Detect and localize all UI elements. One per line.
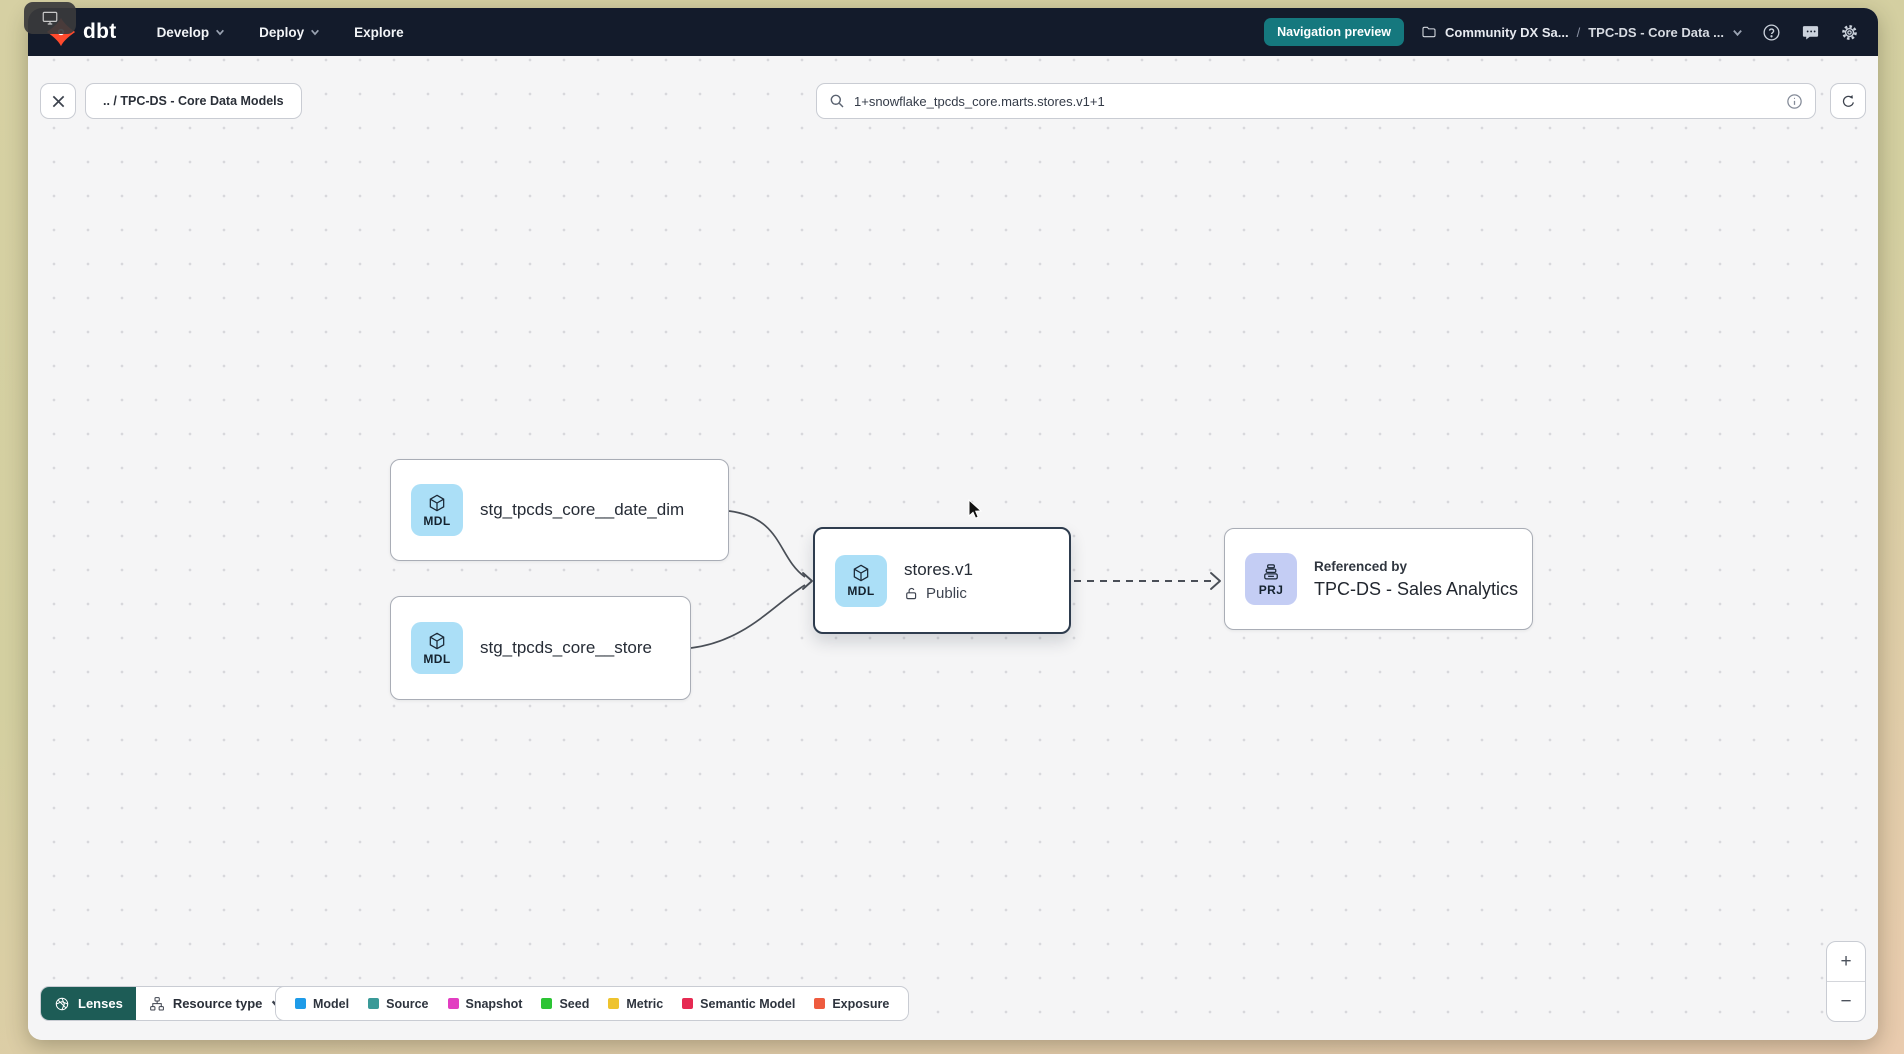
exposure-swatch bbox=[814, 998, 826, 1009]
breadcrumb-separator: / bbox=[1576, 24, 1581, 40]
zoom-out-button[interactable]: − bbox=[1840, 990, 1852, 1012]
mouse-cursor bbox=[968, 499, 983, 519]
snapshot-swatch bbox=[447, 998, 459, 1009]
nav-menu-deploy[interactable]: Deploy bbox=[259, 25, 320, 40]
search-icon bbox=[830, 94, 844, 108]
chevron-down-icon[interactable] bbox=[1732, 27, 1743, 38]
legend-label: Semantic Model bbox=[700, 996, 796, 1011]
zoom-controls: + − bbox=[1826, 941, 1866, 1022]
project-badge: PRJ bbox=[1245, 553, 1297, 605]
node-referenced-by-project[interactable]: PRJ Referenced by TPC-DS - Sales Analyti… bbox=[1224, 528, 1533, 630]
nav-menu-explore[interactable]: Explore bbox=[354, 25, 404, 40]
nav-menu-develop-label: Develop bbox=[156, 24, 210, 40]
lens-aperture-icon bbox=[55, 997, 69, 1010]
cube-icon bbox=[429, 632, 445, 649]
chevron-down-icon bbox=[216, 29, 225, 36]
legend-item-snapshot: Snapshot bbox=[447, 996, 523, 1011]
lens-controls: Lenses Resource type bbox=[40, 986, 301, 1021]
legend-label: Exposure bbox=[832, 996, 890, 1011]
node-stg-tpcds-core-store[interactable]: MDL stg_tpcds_core__store bbox=[390, 596, 691, 700]
project-path-chip[interactable]: .. / TPC-DS - Core Data Models bbox=[85, 83, 302, 119]
model-swatch bbox=[295, 998, 306, 1009]
legend-label: Snapshot bbox=[465, 996, 523, 1011]
lineage-selector-searchbar[interactable] bbox=[816, 83, 1816, 119]
display-icon bbox=[42, 11, 58, 25]
nav-menu-develop[interactable]: Develop bbox=[157, 25, 226, 40]
close-lineage-button[interactable] bbox=[40, 83, 76, 119]
refresh-icon bbox=[1842, 94, 1854, 107]
nav-menu-explore-label: Explore bbox=[354, 24, 404, 40]
legend-item-model: Model bbox=[295, 997, 349, 1011]
cube-icon bbox=[429, 494, 445, 511]
node-label: stg_tpcds_core__store bbox=[480, 638, 652, 657]
referenced-by-label: Referenced by bbox=[1314, 558, 1408, 574]
semantic-model-swatch bbox=[682, 998, 694, 1009]
nav-menu-deploy-label: Deploy bbox=[259, 24, 305, 40]
legend-label: Metric bbox=[626, 996, 664, 1011]
referenced-project-name: TPC-DS - Sales Analytics bbox=[1314, 578, 1519, 599]
legend-item-source: Source bbox=[368, 996, 429, 1011]
stack-icon bbox=[1264, 563, 1278, 579]
legend-item-exposure: Exposure bbox=[814, 997, 889, 1011]
legend-label: Model bbox=[313, 996, 350, 1011]
refresh-lineage-button[interactable] bbox=[1830, 83, 1866, 119]
dbt-cloud-window: dbt Develop Deploy Explore Navigation pr… bbox=[28, 8, 1878, 1040]
badge-code: PRJ bbox=[1258, 582, 1284, 597]
unlock-icon bbox=[906, 587, 917, 599]
model-badge: MDL bbox=[835, 554, 887, 607]
source-swatch bbox=[368, 998, 380, 1009]
model-badge: MDL bbox=[411, 622, 463, 674]
access-row: Public bbox=[904, 585, 973, 602]
zoom-in-button[interactable]: + bbox=[1840, 950, 1852, 972]
resource-type-label: Resource type bbox=[172, 996, 263, 1011]
chevron-down-icon bbox=[311, 29, 320, 36]
dbt-logo-text: dbt bbox=[83, 20, 117, 43]
settings-gear-icon[interactable] bbox=[1838, 21, 1860, 43]
legend-item-semantic-model: Semantic Model bbox=[682, 997, 795, 1011]
resource-type-dropdown[interactable]: Resource type bbox=[135, 987, 300, 1020]
legend-item-seed: Seed bbox=[541, 997, 589, 1011]
help-icon[interactable] bbox=[1760, 21, 1782, 43]
legend-label: Source bbox=[386, 996, 429, 1011]
graph-nodes-icon bbox=[149, 996, 164, 1010]
breadcrumb-account[interactable]: Community DX Sa... bbox=[1445, 24, 1569, 40]
lineage-canvas[interactable]: .. / TPC-DS - Core Data Models MDL stg_t… bbox=[28, 56, 1878, 1040]
node-stores-v1[interactable]: MDL stores.v1 Public bbox=[813, 527, 1071, 634]
node-label: stg_tpcds_core__date_dim bbox=[480, 500, 685, 519]
close-icon bbox=[52, 95, 64, 107]
cube-icon bbox=[853, 564, 869, 582]
feedback-icon[interactable] bbox=[1799, 21, 1821, 43]
model-badge: MDL bbox=[411, 484, 463, 536]
legend-label: Seed bbox=[559, 996, 590, 1011]
legend-item-metric: Metric bbox=[608, 997, 663, 1011]
metric-swatch bbox=[608, 998, 620, 1009]
selector-search-input[interactable] bbox=[854, 93, 1777, 109]
seed-swatch bbox=[541, 998, 553, 1009]
screen-share-tab bbox=[24, 2, 76, 34]
node-label: stores.v1 bbox=[904, 559, 973, 579]
breadcrumb: Community DX Sa... / TPC-DS - Core Data … bbox=[1421, 24, 1743, 40]
badge-code: MDL bbox=[423, 513, 451, 528]
top-navigation-bar: dbt Develop Deploy Explore Navigation pr… bbox=[28, 8, 1878, 56]
navigation-preview-badge[interactable]: Navigation preview bbox=[1264, 18, 1405, 46]
info-icon[interactable] bbox=[1786, 93, 1803, 110]
lenses-label: Lenses bbox=[78, 996, 123, 1011]
folder-icon bbox=[1422, 26, 1436, 38]
badge-code: MDL bbox=[847, 584, 875, 598]
lenses-button[interactable]: Lenses bbox=[41, 987, 136, 1020]
breadcrumb-project[interactable]: TPC-DS - Core Data ... bbox=[1588, 24, 1724, 40]
resource-type-legend: Model Source Snapshot Seed Metric Semant… bbox=[275, 986, 910, 1021]
zoom-divider bbox=[1827, 981, 1865, 982]
badge-code: MDL bbox=[423, 651, 451, 666]
node-stg-tpcds-core-date-dim[interactable]: MDL stg_tpcds_core__date_dim bbox=[390, 459, 729, 561]
access-label: Public bbox=[926, 584, 967, 602]
